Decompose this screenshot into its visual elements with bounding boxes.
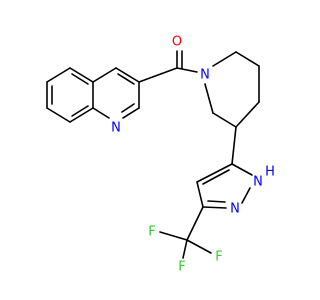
bond <box>182 239 188 259</box>
bond <box>231 163 253 176</box>
bond <box>92 107 110 119</box>
piperidine-nitrogen-label: N <box>200 68 210 83</box>
bond <box>235 51 260 67</box>
fluorine-label: F <box>178 260 185 275</box>
bond <box>138 67 178 83</box>
pyrazole-nh-hydrogen-label: H <box>265 165 275 180</box>
bond <box>69 67 94 83</box>
bond <box>196 163 233 183</box>
double-bond-inner <box>202 169 230 185</box>
bond <box>46 67 71 83</box>
quinoline-pyridine-ring <box>92 67 140 119</box>
pyrazole-nitrogen-label: N <box>230 202 240 217</box>
bond <box>231 126 237 165</box>
bond <box>196 181 204 208</box>
background <box>0 0 300 300</box>
fluorine-label: F <box>215 250 222 265</box>
double-bond-inner <box>71 105 89 117</box>
pyrazole-ring <box>196 126 253 209</box>
bond <box>204 83 214 114</box>
bond <box>235 101 260 128</box>
bond <box>115 67 140 83</box>
carbonyl-oxygen-label: O <box>172 35 182 50</box>
double-bond-inner <box>117 73 135 85</box>
bond <box>46 107 71 123</box>
molecule-structure: O N N N H N F F F <box>0 0 300 300</box>
carbonyl-linker <box>138 50 198 83</box>
quinoline-benzo-ring <box>46 67 94 123</box>
bond <box>122 107 140 119</box>
bond <box>241 187 251 204</box>
bond <box>186 239 212 254</box>
bond <box>186 206 204 241</box>
bond <box>92 67 117 83</box>
double-bond-inner <box>207 200 226 203</box>
fluorine-label: F <box>148 225 155 240</box>
bond <box>212 51 237 67</box>
bond <box>202 206 227 209</box>
bond <box>176 67 198 73</box>
bond <box>159 231 188 241</box>
quinoline-nitrogen-label: N <box>111 121 121 136</box>
trifluoromethyl-group <box>159 206 212 259</box>
bond <box>69 107 94 123</box>
bond <box>212 112 237 128</box>
double-bond-inner <box>71 73 89 85</box>
pyrazole-nh-label: N <box>253 175 263 190</box>
double-bond-inner <box>121 103 135 113</box>
piperidine-ring <box>204 51 260 128</box>
